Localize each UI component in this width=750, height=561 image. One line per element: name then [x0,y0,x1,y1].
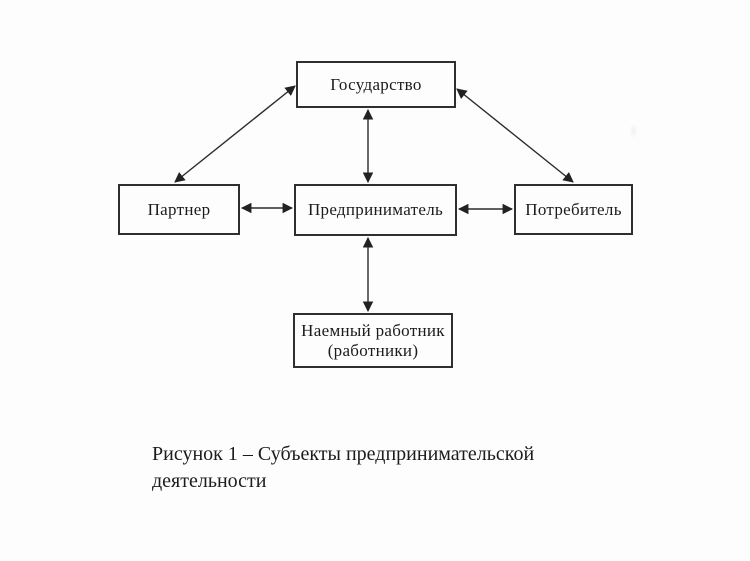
node-partner-label: Партнер [147,199,211,219]
scan-artifact [629,123,638,139]
arrow-state-consumer [456,88,574,183]
figure-caption: Рисунок 1 – Субъекты предпринимательской… [152,443,535,492]
node-worker-label-line1: Наемный работник [301,320,445,340]
node-consumer-label: Потребитель [525,199,622,219]
node-partner: Партнер [118,184,240,235]
node-entrepreneur: Предприниматель [294,184,457,236]
node-state: Государство [296,61,456,108]
node-worker: Наемный работник (работники) [293,313,453,368]
arrow-partner-state [174,85,296,183]
node-worker-label-line2: (работники) [327,340,419,360]
node-entrepreneur-label: Предприниматель [307,200,444,219]
node-consumer: Потребитель [514,184,633,235]
node-state-label: Государство [330,74,422,94]
